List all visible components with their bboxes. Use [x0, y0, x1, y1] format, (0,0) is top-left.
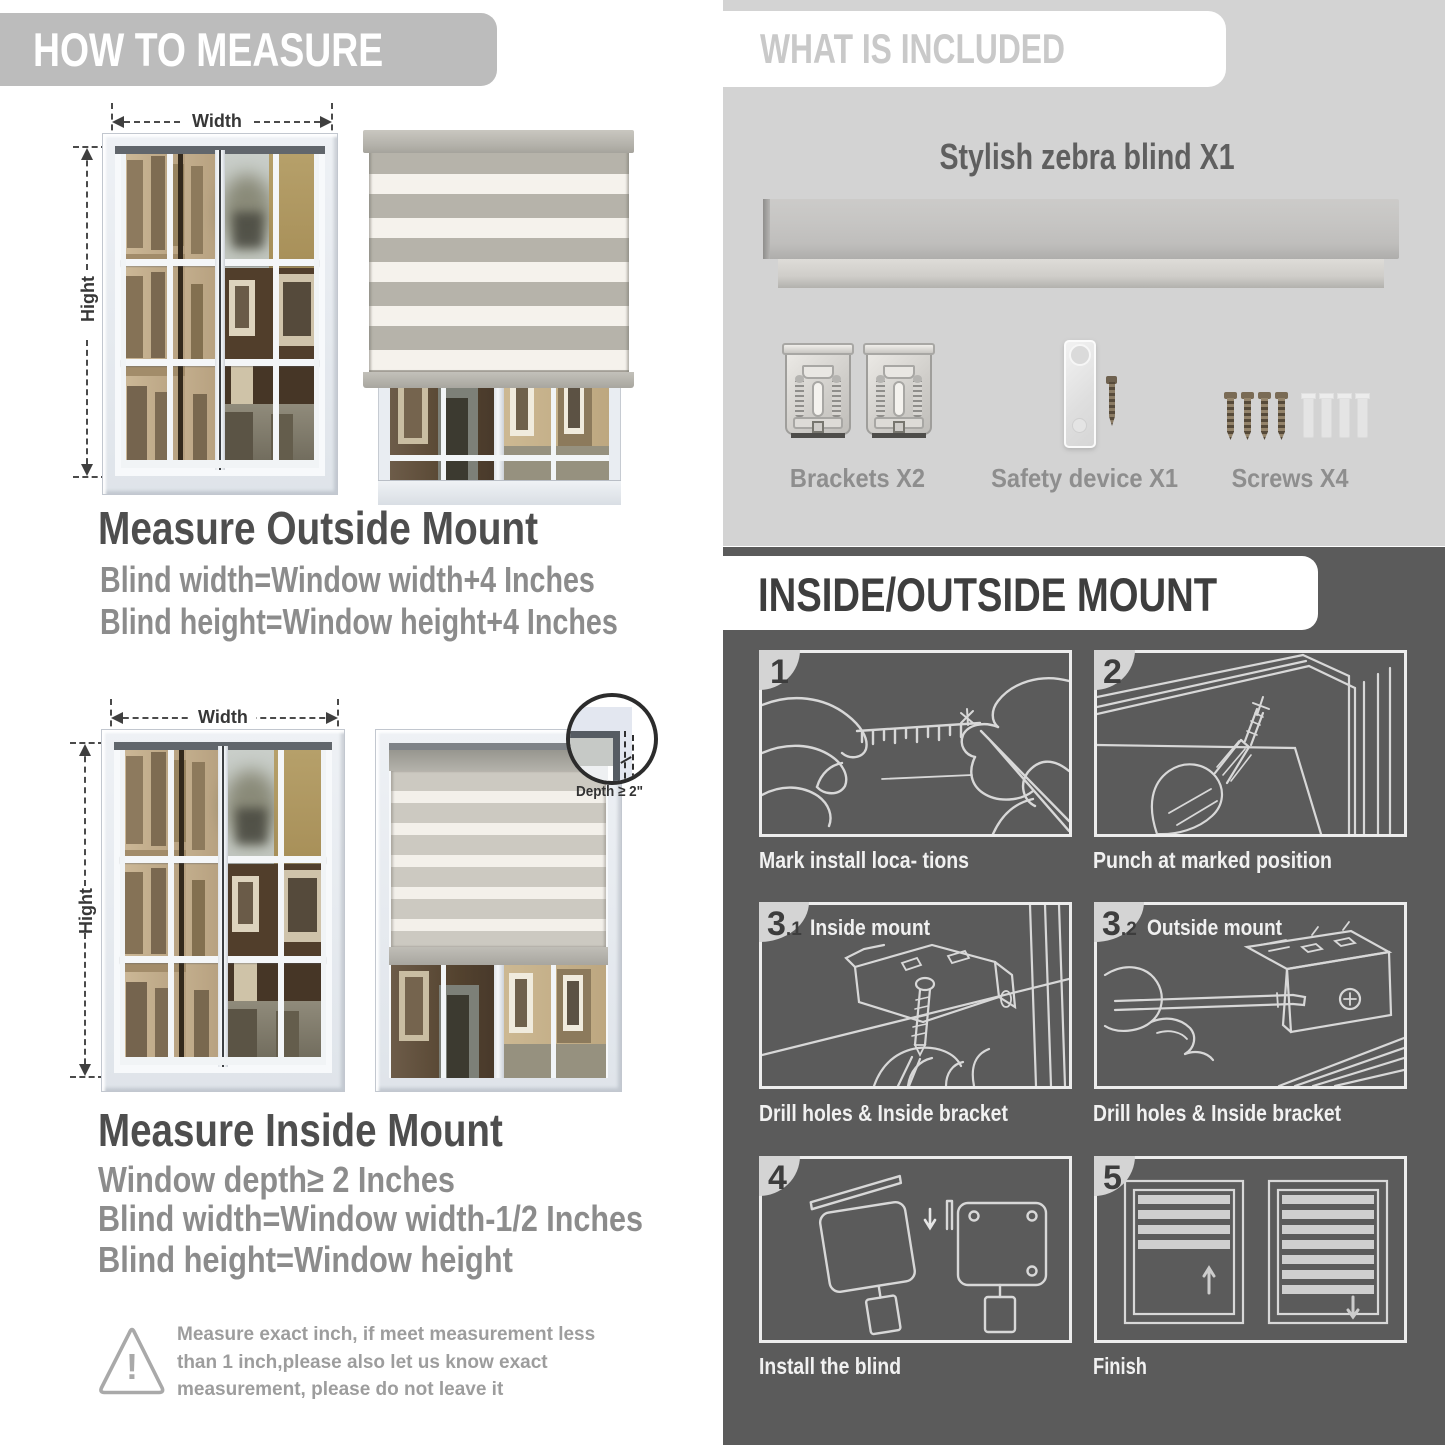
svg-text:!: !	[126, 1346, 138, 1387]
